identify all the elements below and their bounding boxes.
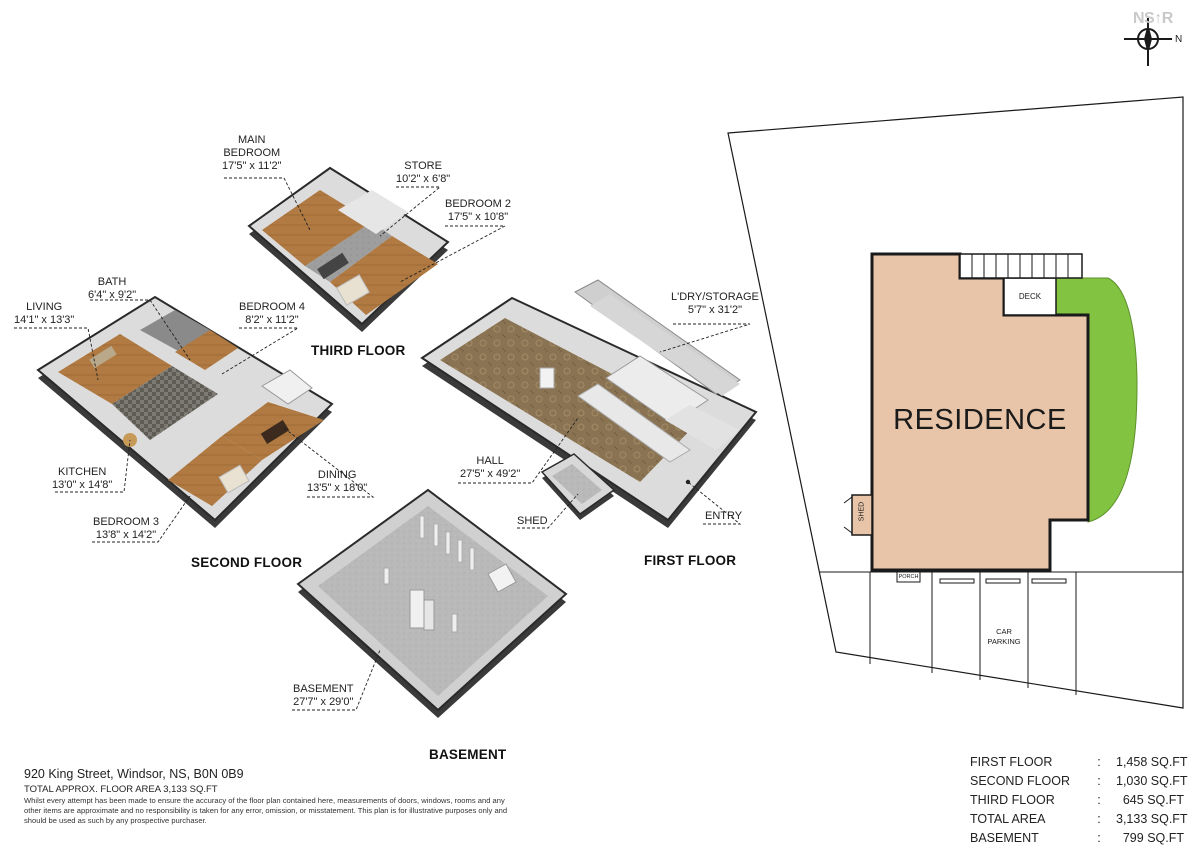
room-dims: 5'7" x 31'2" xyxy=(687,304,743,316)
first-floor-plan xyxy=(420,279,758,528)
label-living: LIVING 14'1" x 13'3" xyxy=(14,301,74,327)
property-address: 920 King Street, Windsor, NS, B0N 0B9 xyxy=(24,767,244,781)
label-laundry-storage: L'DRY/STORAGE 5'7" x 31'2" xyxy=(671,291,759,317)
floor-title-basement: BASEMENT xyxy=(429,747,507,762)
label-bath: BATH 6'4" x 9'2" xyxy=(88,276,136,302)
area-label: SECOND FLOOR xyxy=(970,773,1071,788)
entry-marker xyxy=(685,479,691,485)
third-floor-plan xyxy=(247,166,450,332)
label-store: STORE 10'2" x 6'8" xyxy=(396,160,450,186)
area-value: 1,030 SQ.FT xyxy=(1116,773,1188,788)
label-kitchen: KITCHEN 13'0" x 14'8" xyxy=(52,466,112,492)
basement-plan xyxy=(296,488,568,718)
area-label: THIRD FLOOR xyxy=(970,792,1055,807)
floor-title-first: FIRST FLOOR xyxy=(644,553,737,568)
room-dims: 27'7" x 29'0" xyxy=(293,696,354,708)
room-name: BATH xyxy=(97,276,127,288)
floor-title-second: SECOND FLOOR xyxy=(191,555,303,570)
area-separator: : xyxy=(1097,830,1101,845)
area-value: 3,133 SQ.FT xyxy=(1116,811,1188,826)
room-name-line: MAIN xyxy=(238,134,266,146)
room-dims: 13'5" x 18'0" xyxy=(307,482,368,494)
car-parking-line: CAR xyxy=(996,627,1012,636)
area-row: TOTAL AREA : 3,133 SQ.FT xyxy=(970,809,1188,828)
room-dims: 17'5" x 10'8" xyxy=(447,211,509,223)
label-bedroom-4: BEDROOM 4 8'2" x 11'2" xyxy=(239,301,305,327)
compass-icon xyxy=(1124,18,1172,66)
site-residence-label: RESIDENCE xyxy=(893,404,1067,436)
leader-lines xyxy=(14,177,751,711)
area-label: BASEMENT xyxy=(970,830,1039,845)
room-dims: 8'2" x 11'2" xyxy=(245,314,299,326)
label-hall: HALL 27'5" x 49'2" xyxy=(460,455,520,481)
room-dims: 27'5" x 49'2" xyxy=(460,468,521,480)
area-value: 799 SQ.FT xyxy=(1122,830,1184,845)
area-separator: : xyxy=(1097,792,1101,807)
site-plan xyxy=(727,96,1184,709)
area-summary-table: FIRST FLOOR : 1,458 SQ.FT SECOND FLOOR :… xyxy=(970,752,1188,847)
room-name: STORE xyxy=(404,160,442,172)
area-row: THIRD FLOOR : 645 SQ.FT xyxy=(970,790,1184,809)
area-separator: : xyxy=(1097,754,1101,769)
room-name: BEDROOM 2 xyxy=(445,198,512,210)
area-separator: : xyxy=(1097,811,1101,826)
disclaimer-text: Whilst every attempt has been made to en… xyxy=(24,796,508,825)
room-name-line: BEDROOM xyxy=(223,147,281,159)
area-row: SECOND FLOOR : 1,030 SQ.FT xyxy=(970,771,1188,790)
site-deck-label: DECK xyxy=(1018,292,1042,301)
room-name: HALL xyxy=(476,455,504,467)
area-value: 645 SQ.FT xyxy=(1122,792,1184,807)
site-car-parking-label: CAR PARKING xyxy=(980,627,1028,647)
total-floor-area: TOTAL APPROX. FLOOR AREA 3,133 SQ.FT xyxy=(24,784,218,795)
area-value: 1,458 SQ.FT xyxy=(1116,754,1188,769)
label-entry: ENTRY xyxy=(705,510,743,522)
room-name: BEDROOM 4 xyxy=(239,301,306,313)
label-dining: DINING 13'5" x 18'0" xyxy=(307,469,367,495)
room-dims: 13'8" x 14'2" xyxy=(95,529,157,541)
site-shed-label: SHED xyxy=(858,501,866,522)
room-name: LIVING xyxy=(26,301,63,313)
room-dims: 10'2" x 6'8" xyxy=(396,173,451,185)
label-bedroom-2: BEDROOM 2 17'5" x 10'8" xyxy=(445,198,511,224)
room-name: L'DRY/STORAGE xyxy=(671,291,759,303)
label-bedroom-3: BEDROOM 3 13'8" x 14'2" xyxy=(93,516,159,542)
room-dims: 6'4" x 9'2" xyxy=(88,289,137,301)
room-name: BASEMENT xyxy=(293,683,354,695)
label-main-bedroom: MAIN BEDROOM 17'5" x 11'2" xyxy=(222,134,282,173)
area-row: BASEMENT : 799 SQ.FT xyxy=(970,828,1184,847)
area-label: TOTAL AREA xyxy=(970,811,1046,826)
room-name: KITCHEN xyxy=(58,466,107,478)
room-name: DINING xyxy=(317,469,357,481)
site-porch-label: PORCH xyxy=(898,574,919,580)
floor-title-third: THIRD FLOOR xyxy=(311,343,406,358)
room-dims: 13'0" x 14'8" xyxy=(52,479,113,491)
room-dims: 14'1" x 13'3" xyxy=(14,314,75,326)
compass-north-label: N xyxy=(1175,34,1183,45)
label-basement: BASEMENT 27'7" x 29'0" xyxy=(293,683,354,709)
room-name: BEDROOM 3 xyxy=(93,516,160,528)
area-label: FIRST FLOOR xyxy=(970,754,1053,769)
area-separator: : xyxy=(1097,773,1101,788)
area-row: FIRST FLOOR : 1,458 SQ.FT xyxy=(970,752,1188,771)
second-floor-plan xyxy=(36,295,334,528)
brand-logo: NS↑R xyxy=(1133,10,1173,27)
room-dims: 17'5" x 11'2" xyxy=(222,160,282,172)
car-parking-line: PARKING xyxy=(987,637,1021,646)
label-shed: SHED xyxy=(517,515,548,527)
